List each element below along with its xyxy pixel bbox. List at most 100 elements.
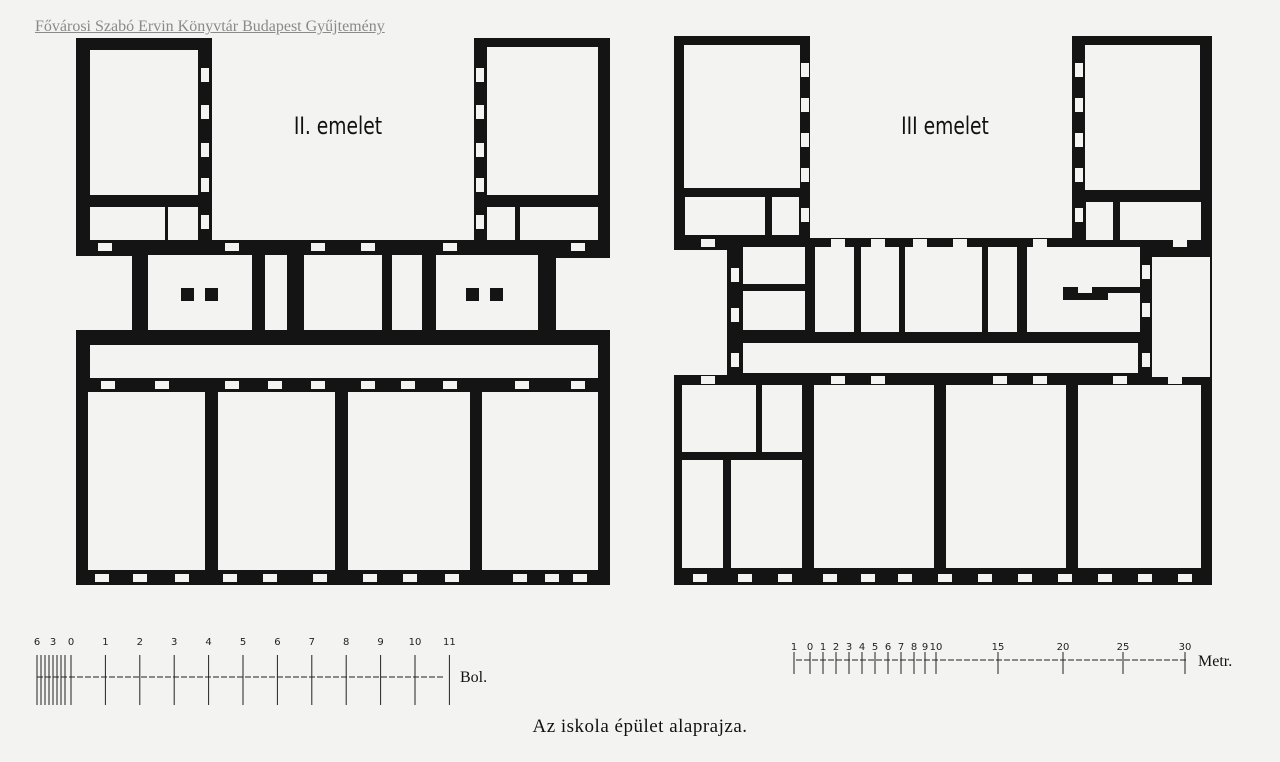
window	[1113, 376, 1127, 384]
room	[392, 255, 422, 330]
window	[701, 376, 715, 384]
room	[762, 385, 802, 452]
window	[831, 239, 845, 247]
window	[201, 143, 209, 157]
scale-tick-label: 1	[791, 642, 797, 653]
window	[201, 68, 209, 82]
room	[772, 197, 799, 235]
scale-tick-label: 11	[443, 637, 456, 648]
window	[693, 574, 707, 582]
window	[1138, 574, 1152, 582]
classroom	[482, 392, 598, 570]
room	[520, 207, 598, 240]
window	[898, 574, 912, 582]
window	[1033, 239, 1047, 247]
window	[1178, 574, 1192, 582]
floor-plan-third-floor: III emelet	[674, 36, 1212, 585]
window	[98, 243, 112, 251]
room	[743, 291, 805, 330]
scale-tick-label: 25	[1117, 642, 1130, 653]
window	[801, 208, 809, 222]
window	[476, 68, 484, 82]
window	[155, 381, 169, 389]
pillar	[205, 288, 218, 301]
room	[731, 460, 802, 568]
room	[988, 247, 1017, 332]
room	[90, 50, 198, 195]
room	[1086, 202, 1113, 240]
scale-tick-label: 3	[171, 637, 177, 648]
window	[978, 574, 992, 582]
scale-tick-label: 2	[137, 637, 143, 648]
pillar	[490, 288, 503, 301]
window	[201, 178, 209, 192]
window	[571, 243, 585, 251]
window	[263, 574, 277, 582]
window	[571, 381, 585, 389]
room	[487, 207, 515, 240]
window	[831, 376, 845, 384]
room	[436, 255, 538, 330]
window	[731, 268, 739, 282]
scale-tick-label: 2	[833, 642, 839, 653]
room	[1085, 45, 1200, 190]
rooms	[682, 45, 1210, 568]
classroom	[946, 385, 1066, 568]
scale-tick-label: 0	[807, 642, 813, 653]
room	[556, 258, 610, 330]
window	[515, 381, 529, 389]
window	[573, 574, 587, 582]
window	[1142, 303, 1150, 317]
scale-tick-label: 3	[50, 637, 56, 648]
window	[223, 574, 237, 582]
window	[731, 308, 739, 322]
window	[225, 243, 239, 251]
scale-tick-label: 4	[859, 642, 865, 653]
scale-tick-label: 8	[911, 642, 917, 653]
classroom	[1078, 385, 1201, 568]
pillars	[181, 288, 503, 301]
windows	[95, 68, 587, 582]
window	[133, 574, 147, 582]
room	[76, 256, 132, 330]
window	[801, 98, 809, 112]
window	[513, 574, 527, 582]
window	[801, 168, 809, 182]
window	[738, 574, 752, 582]
scale-tick-label: 20	[1057, 642, 1070, 653]
scale-tick-label: 1	[820, 642, 826, 653]
room	[487, 47, 598, 195]
window	[443, 243, 457, 251]
window	[443, 381, 457, 389]
room	[148, 255, 252, 330]
window	[101, 381, 115, 389]
scale-tick-label: 1	[102, 637, 108, 648]
scale-tick-label: 3	[846, 642, 852, 653]
window	[445, 574, 459, 582]
scale-tick-label: 7	[898, 642, 904, 653]
classroom	[88, 392, 205, 570]
window	[476, 105, 484, 119]
window	[701, 239, 715, 247]
window	[778, 574, 792, 582]
window	[861, 574, 875, 582]
window	[1058, 574, 1072, 582]
scale-tick-label: 10	[930, 642, 943, 653]
scale-tick-label: 5	[872, 642, 878, 653]
classroom	[218, 392, 335, 570]
corridor	[743, 343, 1138, 373]
scale-unit: Metr.	[1198, 653, 1232, 670]
window	[1075, 133, 1083, 147]
window	[311, 243, 325, 251]
pillar	[466, 288, 479, 301]
window	[1168, 376, 1182, 384]
scale-tick-label: 6	[34, 637, 40, 648]
scale-tick-label: 0	[68, 637, 74, 648]
scale-tick-label: 7	[309, 637, 315, 648]
room	[265, 255, 287, 330]
window	[801, 63, 809, 77]
stair-wall	[1063, 287, 1140, 300]
classroom	[348, 392, 470, 570]
